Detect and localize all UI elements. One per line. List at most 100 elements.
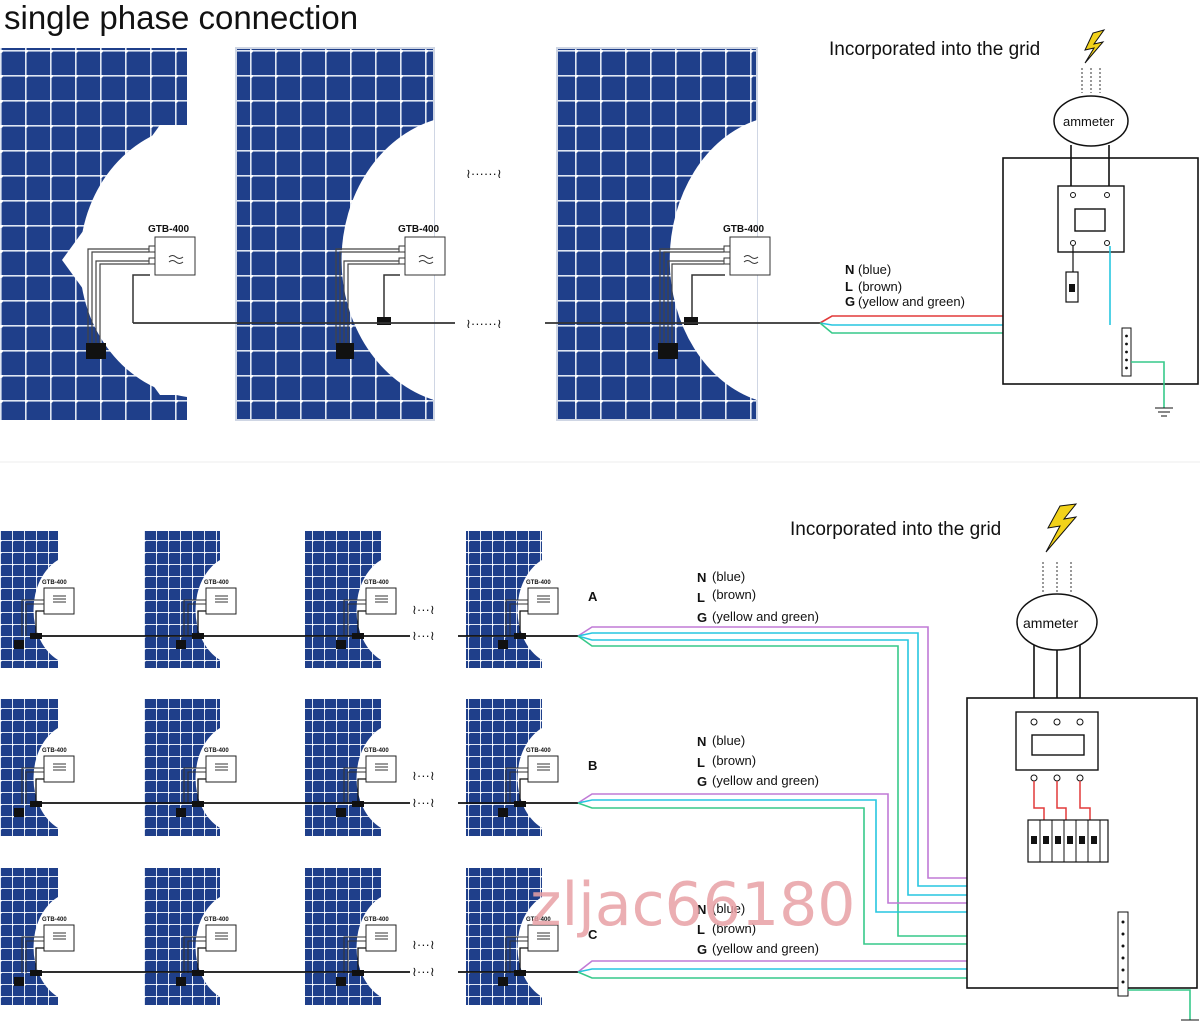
inverter-body bbox=[205, 587, 237, 615]
dc-lead bbox=[21, 936, 44, 973]
inverter-label: GTB-400 bbox=[526, 580, 551, 586]
ac-drop bbox=[197, 947, 206, 973]
micro-inverter: GTB-400 bbox=[336, 748, 397, 817]
svg-text:(brown): (brown) bbox=[712, 921, 756, 936]
connector bbox=[498, 808, 508, 817]
inverter-label: GTB-400 bbox=[204, 748, 229, 754]
wire-legend-b: N (blue) L (brown) G (yellow and green) bbox=[697, 733, 819, 789]
svg-text:N: N bbox=[697, 570, 706, 585]
ammeter: ammeter bbox=[1016, 562, 1098, 698]
svg-text:ammeter: ammeter bbox=[1023, 615, 1079, 631]
svg-text:N: N bbox=[697, 902, 706, 917]
inverter-label: GTB-400 bbox=[42, 748, 67, 754]
dc-lead bbox=[183, 599, 206, 636]
svg-text:(yellow and green): (yellow and green) bbox=[712, 941, 819, 956]
svg-text:(blue): (blue) bbox=[712, 733, 745, 748]
micro-inverter: GTB-400 bbox=[498, 917, 559, 986]
inverter-body bbox=[365, 587, 397, 615]
solar-panel bbox=[235, 47, 435, 421]
connector bbox=[176, 977, 186, 986]
micro-inverter: GTB-400 bbox=[498, 748, 559, 817]
svg-text:(blue): (blue) bbox=[858, 262, 891, 277]
dc-lead bbox=[183, 767, 206, 804]
inverter-label: GTB-400 bbox=[204, 580, 229, 586]
continuation-mark: ≀······≀ bbox=[466, 166, 502, 181]
inverter-label: GTB-400 bbox=[204, 917, 229, 923]
inverter-label: GTB-400 bbox=[364, 917, 389, 923]
dc-lead bbox=[183, 936, 206, 973]
wire-legend: N (blue) L (brown) G (yellow and green) bbox=[845, 262, 965, 309]
ac-trunk-cable bbox=[36, 635, 578, 973]
svg-text:L: L bbox=[845, 279, 853, 294]
dc-lead bbox=[505, 599, 528, 636]
svg-text:N: N bbox=[697, 734, 706, 749]
inverter-body bbox=[527, 924, 559, 952]
continuation-mark: ≀······≀ bbox=[466, 316, 502, 331]
connector bbox=[14, 640, 24, 649]
micro-inverter: GTB-400 bbox=[176, 580, 237, 649]
t-connector bbox=[352, 801, 364, 807]
inverter-label: GTB-400 bbox=[42, 580, 67, 586]
continuation-mark: ≀···≀ bbox=[412, 602, 435, 617]
dc-lead bbox=[21, 767, 44, 804]
dc-lead bbox=[505, 936, 528, 973]
ac-drop bbox=[357, 778, 366, 804]
continuation-mark: ≀···≀ bbox=[412, 628, 435, 643]
ac-drop bbox=[519, 947, 528, 973]
lightning-bolt-icon bbox=[1045, 503, 1078, 553]
inverter-body bbox=[527, 587, 559, 615]
svg-text:G: G bbox=[845, 294, 855, 309]
ammeter: ammeter bbox=[1053, 68, 1129, 186]
inverter-body bbox=[205, 755, 237, 783]
distribution-box bbox=[1002, 157, 1199, 417]
connector bbox=[498, 640, 508, 649]
t-connector bbox=[514, 970, 526, 976]
connector bbox=[14, 808, 24, 817]
continuation-mark: ≀···≀ bbox=[412, 795, 435, 810]
micro-inverter: GTB-400 bbox=[336, 917, 397, 986]
inverter-body bbox=[365, 755, 397, 783]
svg-text:L: L bbox=[697, 590, 705, 605]
micro-inverter: GTB-400 bbox=[14, 748, 75, 817]
connector bbox=[498, 977, 508, 986]
page-title: single phase connection bbox=[4, 0, 358, 36]
svg-text:(brown): (brown) bbox=[712, 753, 756, 768]
dc-lead bbox=[21, 599, 44, 636]
panel-array bbox=[0, 531, 542, 1005]
inverter-body bbox=[365, 924, 397, 952]
inverter-body bbox=[527, 755, 559, 783]
svg-text:G: G bbox=[697, 942, 707, 957]
ac-drop bbox=[35, 610, 44, 636]
inverter-body bbox=[205, 924, 237, 952]
ac-drop bbox=[519, 778, 528, 804]
svg-text:GTB-400: GTB-400 bbox=[398, 224, 440, 235]
ac-drop bbox=[197, 610, 206, 636]
t-connector bbox=[192, 801, 204, 807]
phase-label-a: A bbox=[588, 589, 598, 604]
lightning-bolt-icon bbox=[1084, 29, 1106, 64]
inverter-label: GTB-400 bbox=[526, 917, 551, 923]
connector bbox=[336, 640, 346, 649]
svg-text:G: G bbox=[697, 774, 707, 789]
svg-text:N: N bbox=[845, 262, 854, 277]
micro-inverter: GTB-400 bbox=[658, 224, 771, 359]
micro-inverter: GTB-400 bbox=[335, 224, 446, 359]
svg-text:(blue): (blue) bbox=[712, 901, 745, 916]
continuation-mark: ≀···≀ bbox=[412, 768, 435, 783]
inverter-label: GTB-400 bbox=[42, 917, 67, 923]
micro-inverter: GTB-400 bbox=[14, 917, 75, 986]
inverter-body bbox=[43, 587, 75, 615]
wire-legend-c: N (blue) L (brown) G (yellow and green) bbox=[697, 901, 819, 957]
grid-label: Incorporated into the grid bbox=[829, 39, 1040, 60]
ac-drop bbox=[357, 610, 366, 636]
inverter-label: GTB-400 bbox=[364, 748, 389, 754]
svg-text:G: G bbox=[697, 610, 707, 625]
inverter-label: GTB-400 bbox=[364, 580, 389, 586]
micro-inverter: GTB-400 bbox=[176, 748, 237, 817]
connector bbox=[14, 977, 24, 986]
t-connector bbox=[514, 801, 526, 807]
ac-drop bbox=[35, 778, 44, 804]
continuation-mark: ≀···≀ bbox=[412, 964, 435, 979]
